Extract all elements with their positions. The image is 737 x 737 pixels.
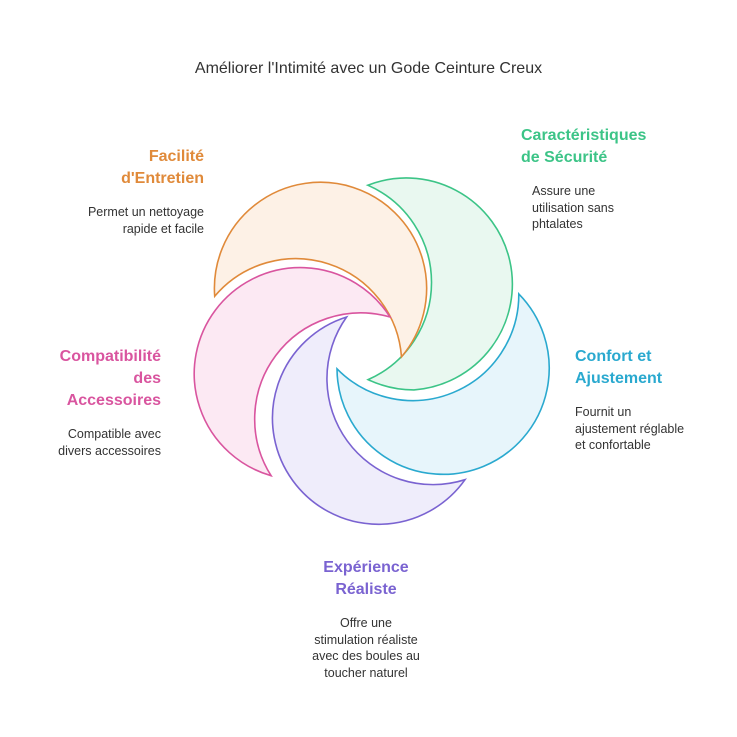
petal-entretien xyxy=(213,181,428,359)
diagram-title: Améliorer l'Intimité avec un Gode Ceintu… xyxy=(194,60,543,77)
section-entretien-title: Facilité d'Entretien xyxy=(121,148,204,187)
section-entretien: Facilité d'Entretien Permet un nettoyage… xyxy=(88,146,204,237)
section-entretien-desc: Permet un nettoyage rapide et facile xyxy=(87,205,204,236)
section-experience: Expérience Réaliste Offre une stimulatio… xyxy=(266,557,466,681)
section-confort-title: Confort et Ajustement xyxy=(575,348,663,387)
section-experience-desc: Offre une stimulation réaliste avec des … xyxy=(312,616,420,680)
section-confort-desc: Fournit un ajustement réglable et confor… xyxy=(575,405,685,452)
petal-confort xyxy=(336,291,550,476)
petal-experience xyxy=(271,315,468,526)
section-securite-title: Caractéristiques de Sécurité xyxy=(521,127,647,166)
section-confort: Confort et Ajustement Fournit un ajustem… xyxy=(575,346,684,454)
section-accessoires-title: Compatibilité des Accessoires xyxy=(59,348,161,409)
section-securite-desc: Assure une utilisation sans phtalates xyxy=(532,184,614,231)
section-securite: Caractéristiques de Sécurité Assure une … xyxy=(521,125,646,233)
petal-accessoires xyxy=(193,266,392,478)
section-accessoires-desc: Compatible avec divers accessoires xyxy=(58,427,161,458)
section-accessoires: Compatibilité des Accessoires Compatible… xyxy=(58,346,161,459)
section-experience-title: Expérience Réaliste xyxy=(323,559,409,598)
